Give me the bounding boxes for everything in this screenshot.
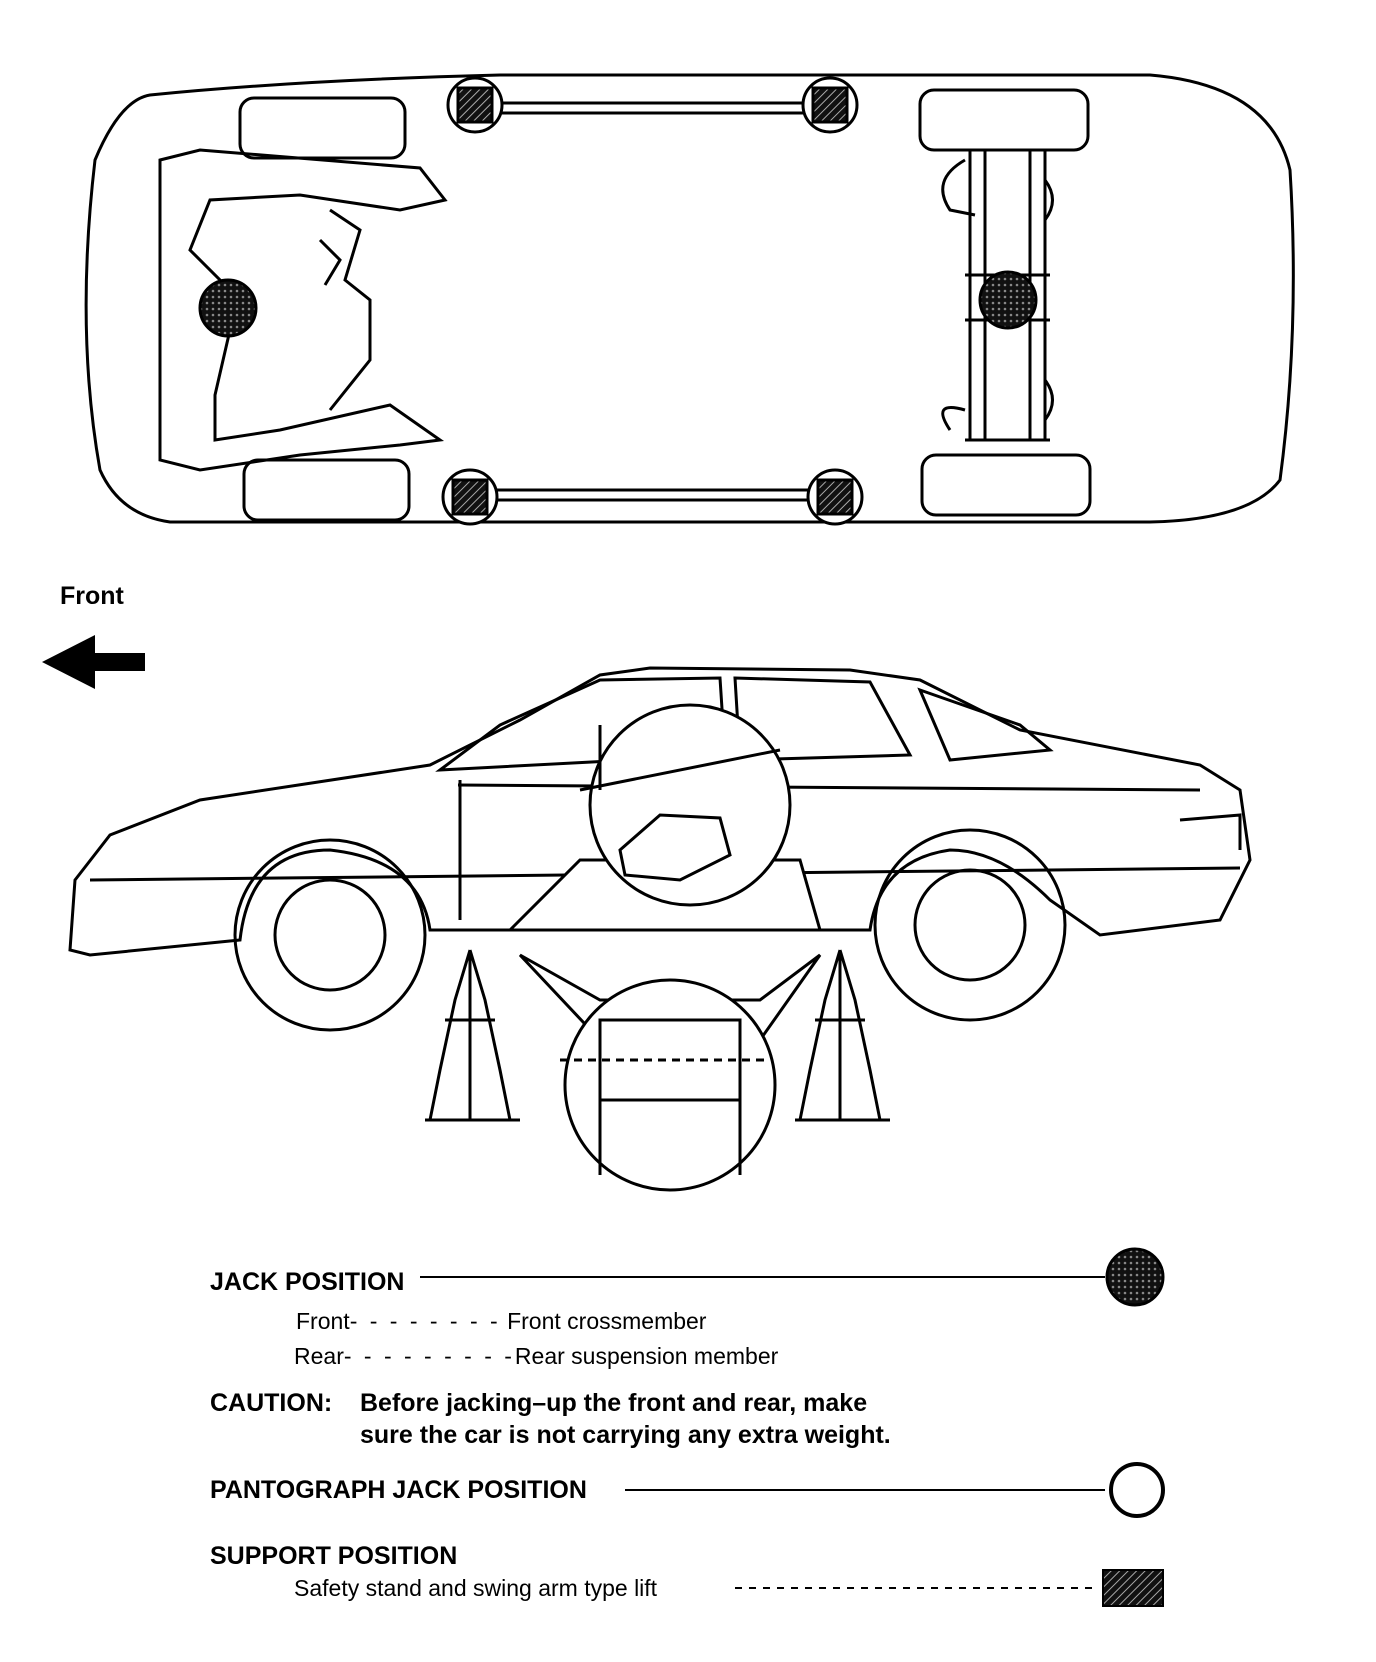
support-position-title: SUPPORT POSITION — [210, 1542, 458, 1570]
front-jack-point — [198, 278, 258, 338]
right-safety-stand — [795, 949, 890, 1122]
pantograph-jack-title: PANTOGRAPH JACK POSITION — [210, 1476, 587, 1504]
front-right-wheel — [242, 458, 411, 522]
row-leader: - - - - - - - - - — [343, 1343, 515, 1369]
rear-glass — [917, 687, 1054, 762]
front-arrow-icon — [42, 635, 145, 689]
rear-left-wheel — [918, 88, 1090, 152]
jack-position-symbol — [1105, 1247, 1165, 1307]
row-location: Rear suspension member — [514, 1343, 779, 1369]
row-name: Rear — [294, 1343, 344, 1369]
row-name: Front — [296, 1308, 350, 1334]
jack-position-front-row: Front- - - - - - - - Front crossmember — [296, 1308, 706, 1335]
front-left-wheel — [238, 96, 407, 160]
lift-point-callout — [506, 703, 822, 932]
pantograph-jack-symbol — [1109, 1462, 1165, 1518]
front-direction-label: Front — [60, 582, 124, 610]
legend-graphics — [420, 1247, 1165, 1607]
front-wheel — [233, 838, 427, 1032]
car-body-outline — [68, 666, 1252, 957]
rear-jack-point — [978, 270, 1038, 330]
safety-stands — [425, 949, 890, 1122]
jack-position-rear-row: Rear- - - - - - - - -Rear suspension mem… — [294, 1343, 778, 1370]
support-position-description: Safety stand and swing arm type lift — [294, 1575, 658, 1601]
row-leader: - - - - - - - - — [349, 1308, 501, 1334]
stand-detail-callout — [518, 953, 822, 1192]
front-subframe — [158, 148, 448, 472]
caution-label: CAUTION: — [210, 1389, 333, 1417]
row-location: Front crossmember — [507, 1308, 707, 1334]
caution-text-line1: Before jacking–up the front and rear, ma… — [360, 1389, 868, 1417]
caution-text-line2: sure the car is not carrying any extra w… — [360, 1421, 891, 1449]
support-position-symbol — [1102, 1569, 1164, 1607]
rear-wheel — [873, 828, 1067, 1022]
left-safety-stand — [425, 949, 520, 1122]
underbody-top-view — [84, 73, 1295, 524]
rear-right-wheel — [920, 453, 1092, 517]
support-points-top — [441, 76, 864, 526]
jack-position-title: JACK POSITION — [210, 1268, 405, 1296]
body-outline — [84, 73, 1295, 524]
jack-points-top — [198, 270, 1038, 338]
